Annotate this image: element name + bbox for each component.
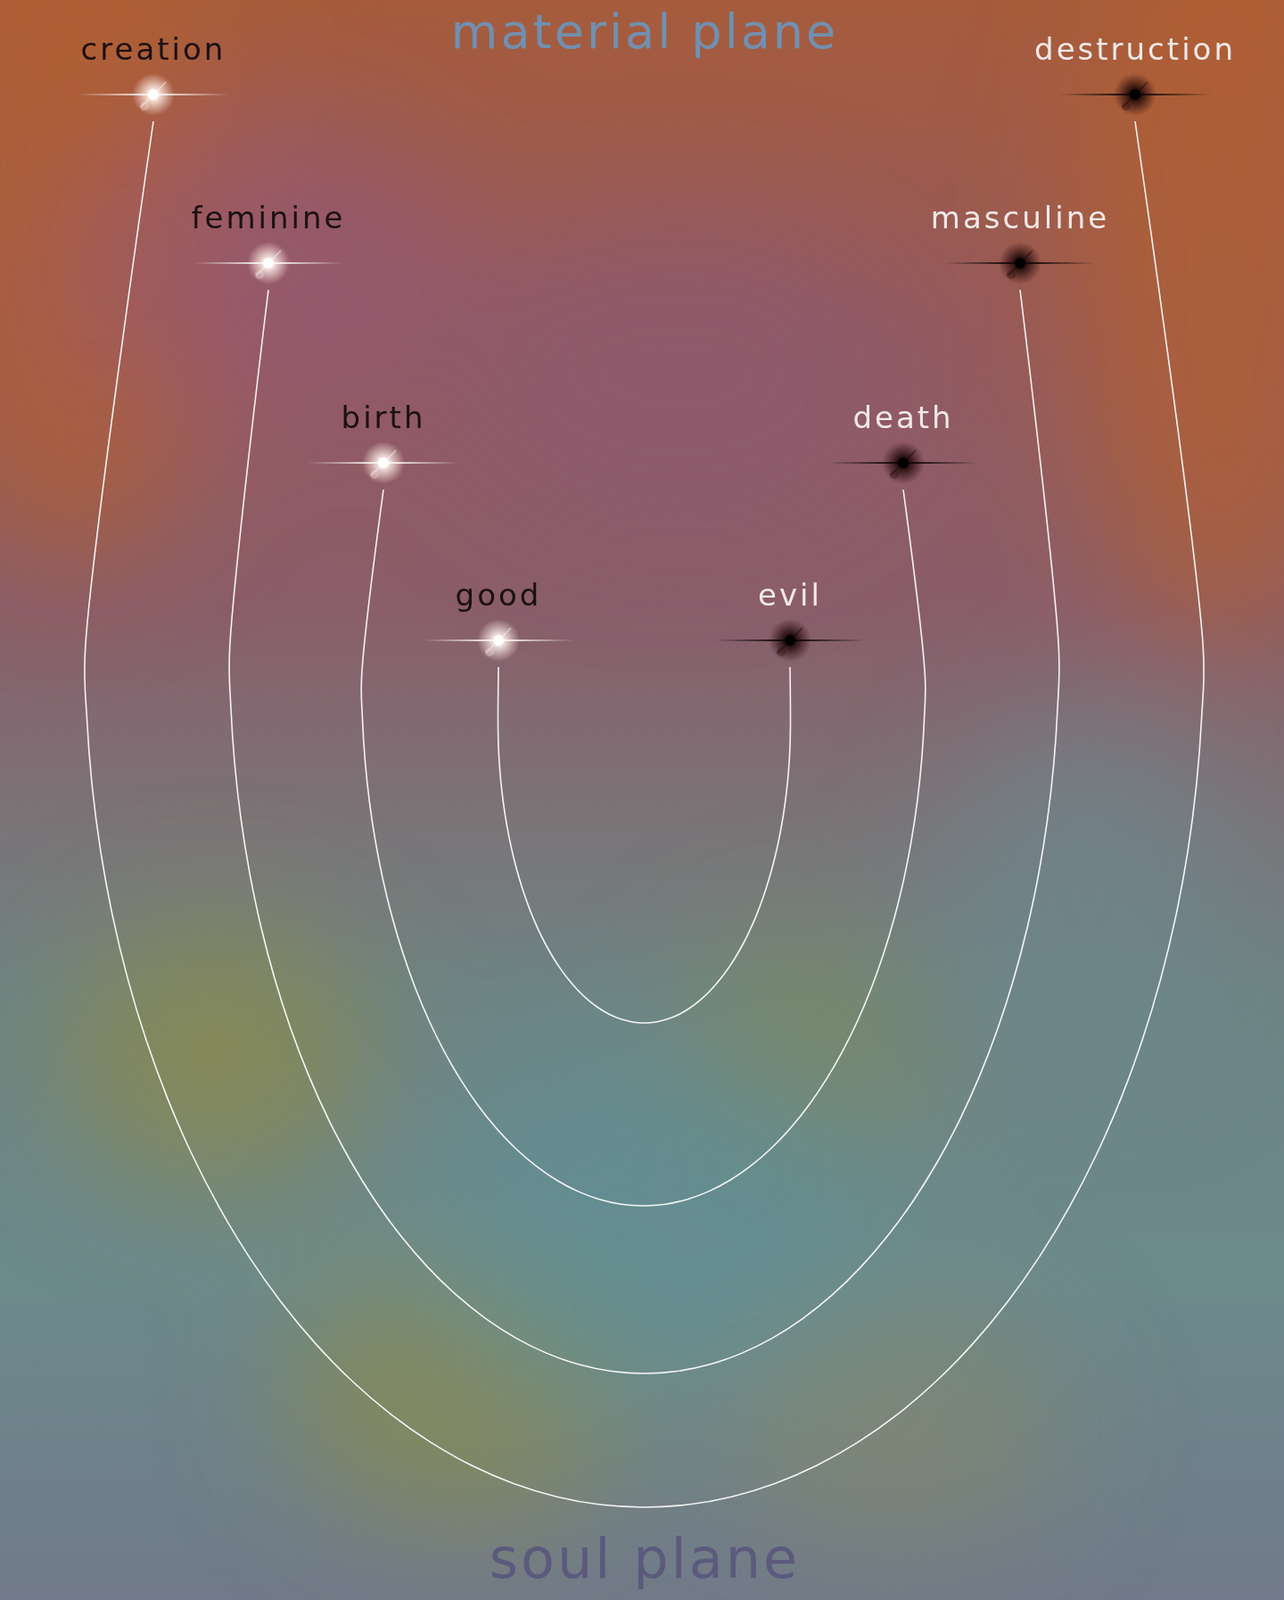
star-node: evil [709, 576, 871, 667]
star-glint [776, 647, 786, 657]
star-glint [139, 101, 149, 111]
dark-star [939, 236, 1101, 290]
u-connector [497, 666, 791, 1023]
node-label: death [847, 399, 959, 437]
star-core [378, 457, 389, 469]
orange-cloud [1070, 0, 1284, 642]
u-connector [229, 289, 1060, 1374]
mauve-cloud [445, 214, 910, 535]
dark-star [823, 436, 984, 490]
light-star [188, 236, 349, 290]
star-glint [370, 469, 379, 479]
u-connector [84, 121, 1204, 1507]
star-glint [889, 469, 899, 479]
star-node: death [823, 399, 984, 490]
star-glow [768, 618, 812, 662]
star-node: masculine [925, 199, 1115, 290]
star-glint [485, 647, 494, 657]
green-cloud [713, 1301, 1070, 1552]
star-glow [362, 441, 405, 485]
star-glow [246, 241, 290, 285]
star-core [493, 634, 504, 646]
light-star [73, 67, 234, 122]
node-label: evil [752, 576, 828, 614]
star-core [784, 634, 796, 646]
star-node: destruction [1028, 31, 1242, 122]
green-cloud [62, 918, 366, 1186]
plane-label: material plane [451, 5, 839, 58]
star-node: birth [303, 399, 464, 490]
node-label: good [450, 576, 548, 614]
star-core [263, 257, 274, 269]
star-glow [477, 618, 520, 662]
background-clouds [0, 0, 1284, 1552]
node-label: feminine [186, 199, 352, 237]
node-label: birth [336, 399, 432, 437]
dark-star [709, 613, 871, 667]
node-label: creation [75, 31, 232, 68]
star-glint [1006, 270, 1016, 280]
star-node: creation [73, 31, 234, 122]
star-core [1129, 89, 1141, 100]
star-glint [1121, 101, 1131, 111]
star-glint [255, 270, 264, 280]
star-node: good [418, 576, 579, 667]
light-star [418, 613, 579, 667]
star-glow [1113, 73, 1157, 116]
star-glow [881, 441, 925, 485]
star-node: feminine [186, 199, 352, 290]
mauve-cloud [71, 124, 464, 411]
plane-label: soul plane [489, 1528, 800, 1589]
u-connector [361, 489, 926, 1206]
dark-star [1054, 67, 1216, 122]
star-glow [998, 241, 1042, 285]
light-star [303, 436, 464, 490]
teal-cloud [945, 713, 1231, 1070]
node-label: destruction [1028, 31, 1242, 68]
node-label: masculine [925, 199, 1115, 237]
star-glow [131, 73, 175, 116]
star-core [1014, 257, 1026, 269]
star-core [897, 457, 909, 469]
star-core [148, 89, 159, 100]
